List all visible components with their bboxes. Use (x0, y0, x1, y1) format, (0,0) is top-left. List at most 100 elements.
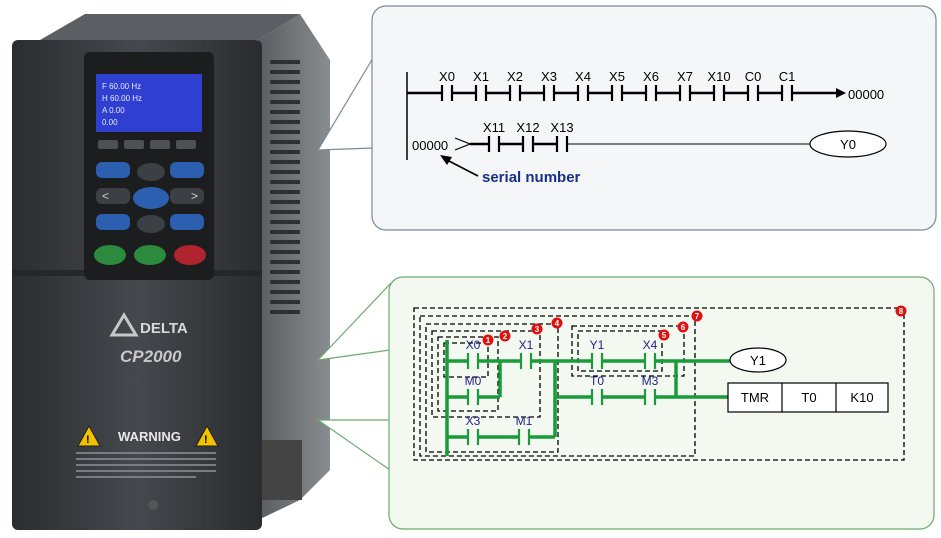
block-3 (431, 330, 541, 418)
contact-c1: C1 (779, 69, 796, 101)
coil-y0-label: Y0 (840, 137, 856, 152)
contact-x5-label: X5 (609, 69, 625, 84)
contact-x13: X13 (550, 120, 574, 152)
tmr-instruction-block: TMR T0 K10 (727, 382, 889, 413)
device-top-cap (40, 14, 300, 40)
coil-y1 (729, 347, 787, 373)
contact-x4-label: X4 (643, 338, 658, 352)
tmr-cell-1: T0 (801, 390, 816, 405)
contact-x0: X0 (439, 69, 455, 101)
svg-text:1: 1 (486, 336, 491, 345)
contact-x6-label: X6 (643, 69, 659, 84)
contact-x4: X4 (575, 69, 591, 101)
block-marker-3: 3 (531, 323, 543, 335)
contact-x3: X3 (466, 414, 481, 445)
contact-x11-label: X11 (483, 120, 505, 135)
contact-m0: M0 (465, 374, 482, 405)
contact-x5: X5 (609, 69, 625, 101)
contact-x2: X2 (507, 69, 523, 101)
serial-number-label: serial number (482, 169, 581, 186)
device-vents (270, 60, 300, 314)
warning-triangle-icon-2 (195, 424, 219, 447)
block-8 (413, 307, 905, 461)
contact-x3-label: X3 (466, 414, 481, 428)
row2-contacts: X11 X12 X13 (454, 120, 810, 152)
contact-x1: X1 (519, 338, 534, 369)
green-wiring (445, 340, 730, 456)
block-marker-6: 6 (677, 321, 689, 333)
device-brand: DELTA (140, 320, 188, 337)
block-5-6 (571, 325, 685, 377)
coil-y1-label: Y1 (750, 353, 766, 368)
serial-arrow-icon (440, 155, 452, 165)
contact-c0-label: C0 (745, 69, 762, 84)
contact-x1-label: X1 (519, 338, 534, 352)
contact-x10: X10 (707, 69, 731, 101)
block-markers: 1 2 3 4 5 67 8 (482, 305, 907, 346)
contact-x0-label: X0 (466, 338, 481, 352)
contact-x12-label: X12 (516, 120, 539, 135)
lcd-line-4: 0.00 (102, 118, 118, 127)
contact-x1: X1 (473, 69, 489, 101)
warning-label: WARNING (118, 429, 181, 444)
block-outlines (413, 307, 905, 461)
block-marker-4: 4 (551, 317, 563, 329)
tmr-cell-0: TMR (741, 390, 769, 405)
block-marker-1: 1 (482, 334, 494, 346)
svg-text:4: 4 (555, 319, 560, 328)
contact-t0: T0 (590, 374, 604, 405)
contact-x4: X4 (643, 338, 658, 369)
warning-exclamation-icon: ! (86, 434, 90, 446)
device-model: CP2000 (120, 347, 182, 366)
contact-m3: M3 (642, 374, 659, 405)
contact-m0-label: M0 (465, 374, 482, 388)
left-arrow-icon: < (102, 189, 109, 203)
right-arrow-icon: > (191, 189, 198, 203)
contact-t0-label: T0 (590, 374, 604, 388)
contact-m1-label: M1 (516, 414, 533, 428)
coil-y0 (809, 130, 887, 158)
contact-x3: X3 (541, 69, 557, 101)
lcd-line-3: A 0.00 (102, 106, 125, 115)
block-4 (425, 323, 559, 453)
block-marker-7: 7 (691, 310, 703, 322)
block-5 (577, 330, 663, 372)
row1-end-label: 00000 (848, 87, 884, 102)
block-marker-8: 8 (895, 305, 907, 317)
lcd-line-2: H 60.00 Hz (102, 94, 142, 103)
drive-device-illustration: F 60.00 Hz H 60.00 Hz A 0.00 0.00 < > DE… (12, 14, 330, 530)
contact-m3-label: M3 (642, 374, 659, 388)
row2-start-label: 00000 (412, 138, 448, 153)
svg-text:3: 3 (535, 325, 540, 334)
tmr-cell-2: K10 (850, 390, 873, 405)
contact-x11: X11 (483, 120, 505, 152)
svg-text:7: 7 (695, 312, 700, 321)
function-keys (98, 140, 196, 149)
block-7 (419, 315, 696, 457)
screw-icon (148, 500, 158, 510)
row1-contacts: X0 X1 X2 X3 X4 X5 X6 X7 X10 C0 C1 (407, 69, 846, 101)
contact-x0: X0 (466, 338, 481, 369)
contact-x10-label: X10 (707, 69, 730, 84)
contact-x7: X7 (677, 69, 693, 101)
nav-keys: < > (96, 162, 204, 233)
svg-text:6: 6 (681, 323, 686, 332)
contact-x1-label: X1 (473, 69, 489, 84)
contact-x4-label: X4 (575, 69, 591, 84)
svg-text:5: 5 (662, 331, 667, 340)
contact-x3-label: X3 (541, 69, 557, 84)
contact-m1: M1 (516, 414, 533, 445)
svg-text:2: 2 (503, 332, 508, 341)
row1-arrow-icon (836, 88, 846, 98)
block-2 (437, 336, 499, 412)
warning-triangle-icon (77, 424, 101, 447)
contact-c1-label: C1 (779, 69, 796, 84)
contact-x6: X6 (643, 69, 659, 101)
contact-c0: C0 (745, 69, 762, 101)
warning-exclamation-icon-2: ! (204, 434, 208, 446)
lcd-screen (96, 74, 202, 132)
contact-y1: Y1 (590, 338, 605, 369)
